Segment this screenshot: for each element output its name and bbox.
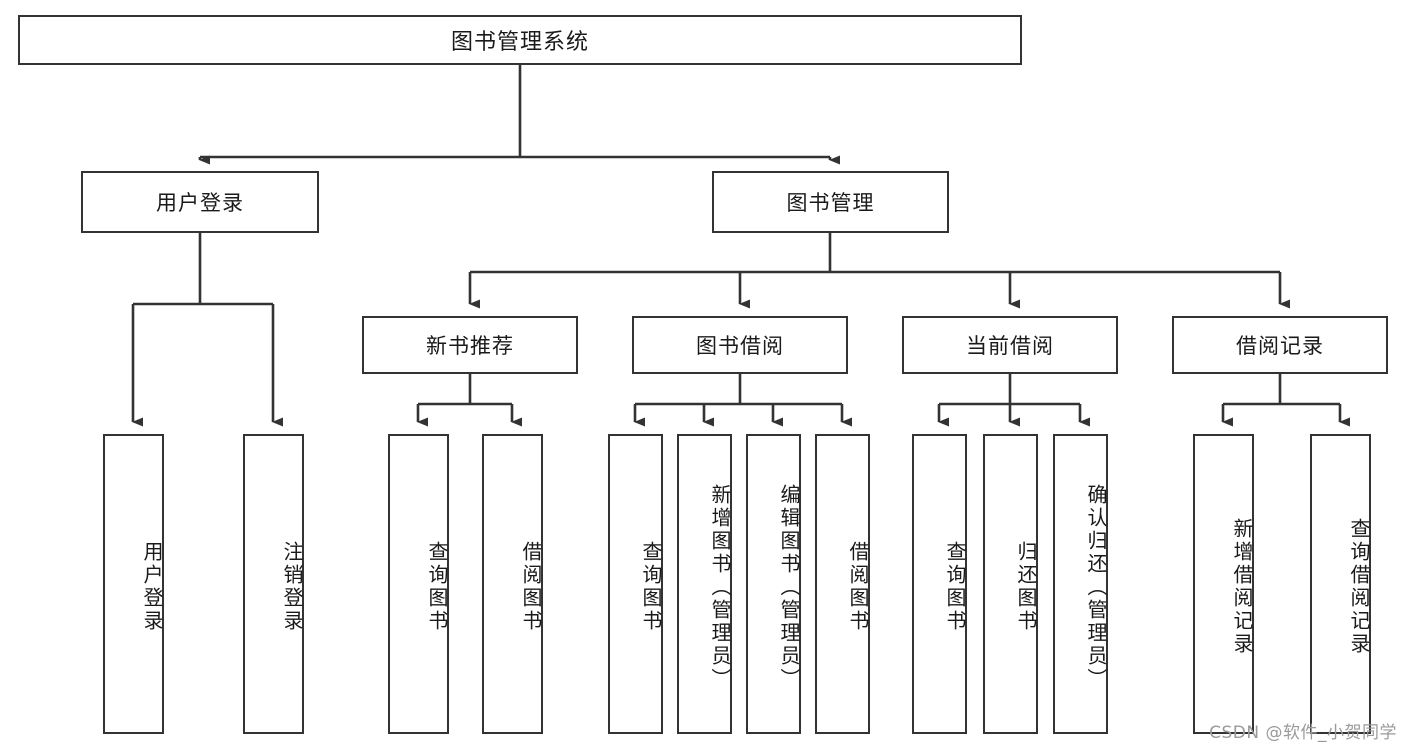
- node-borrow-record-label: 借阅记录: [1236, 334, 1324, 358]
- node-leaf-user-login-label: 用户登录: [140, 541, 164, 633]
- node-root[interactable]: 图书管理系统: [18, 15, 1022, 65]
- node-book-borrow[interactable]: 图书借阅: [632, 316, 848, 374]
- node-leaf-borrow-book-2-label: 借阅图书: [846, 541, 870, 633]
- node-book-manage[interactable]: 图书管理: [712, 171, 949, 233]
- node-user-login[interactable]: 用户登录: [81, 171, 319, 233]
- node-new-book-recommend[interactable]: 新书推荐: [362, 316, 578, 374]
- node-leaf-edit-book-admin[interactable]: 编辑图书（管理员）: [746, 434, 801, 734]
- node-leaf-edit-book-admin-label: 编辑图书（管理员）: [777, 483, 801, 691]
- node-leaf-add-borrow-record[interactable]: 新增借阅记录: [1193, 434, 1254, 734]
- node-new-book-recommend-label: 新书推荐: [426, 334, 514, 358]
- node-leaf-query-book-3-label: 查询图书: [943, 541, 967, 633]
- node-current-borrow-label: 当前借阅: [966, 334, 1054, 358]
- node-leaf-logout[interactable]: 注销登录: [243, 434, 304, 734]
- csdn-watermark: CSDN @软件_小贺同学: [1209, 723, 1397, 743]
- node-leaf-return-book[interactable]: 归还图书: [983, 434, 1038, 734]
- node-leaf-query-borrow-record-label: 查询借阅记录: [1347, 518, 1371, 656]
- node-book-manage-label: 图书管理: [786, 191, 875, 215]
- node-root-label: 图书管理系统: [450, 30, 589, 55]
- node-leaf-confirm-return-admin-label: 确认归还（管理员）: [1084, 483, 1108, 691]
- node-current-borrow[interactable]: 当前借阅: [902, 316, 1118, 374]
- node-leaf-add-book-admin[interactable]: 新增图书（管理员）: [677, 434, 732, 734]
- node-leaf-confirm-return-admin[interactable]: 确认归还（管理员）: [1053, 434, 1108, 734]
- node-leaf-add-book-admin-label: 新增图书（管理员）: [708, 483, 732, 691]
- node-leaf-query-book-3[interactable]: 查询图书: [912, 434, 967, 734]
- node-leaf-add-borrow-record-label: 新增借阅记录: [1230, 518, 1254, 656]
- node-leaf-query-book-1[interactable]: 查询图书: [388, 434, 449, 734]
- node-leaf-borrow-book-1-label: 借阅图书: [519, 541, 543, 633]
- node-borrow-record[interactable]: 借阅记录: [1172, 316, 1388, 374]
- node-leaf-return-book-label: 归还图书: [1014, 541, 1038, 633]
- node-leaf-user-login[interactable]: 用户登录: [103, 434, 164, 734]
- node-leaf-borrow-book-1[interactable]: 借阅图书: [482, 434, 543, 734]
- node-user-login-label: 用户登录: [156, 191, 244, 215]
- node-leaf-query-book-2[interactable]: 查询图书: [608, 434, 663, 734]
- node-leaf-query-borrow-record[interactable]: 查询借阅记录: [1310, 434, 1371, 734]
- node-leaf-logout-label: 注销登录: [280, 541, 304, 633]
- node-leaf-query-book-1-label: 查询图书: [425, 541, 449, 633]
- node-book-borrow-label: 图书借阅: [696, 334, 784, 358]
- node-leaf-borrow-book-2[interactable]: 借阅图书: [815, 434, 870, 734]
- node-leaf-query-book-2-label: 查询图书: [639, 541, 663, 633]
